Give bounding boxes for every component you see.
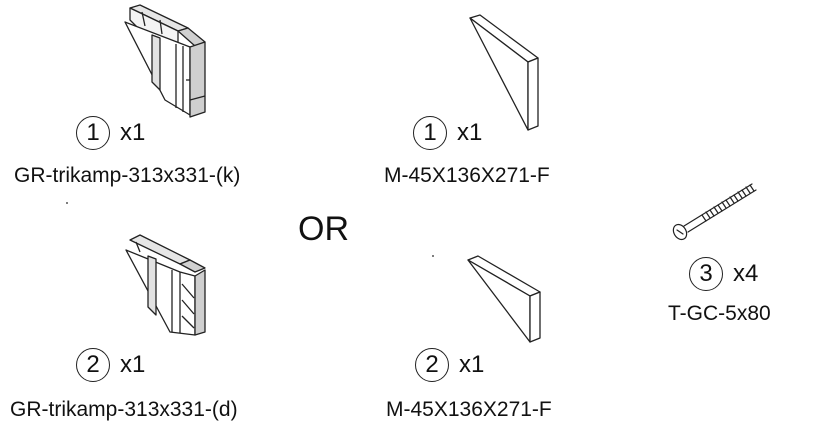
part-m-wedge-1: 1 x1 M-45X136X271-F [370,0,610,200]
part-gr-trikamp-d: 2 x1 GR-trikamp-313x331-(d) [0,220,320,425]
stray-mark [66,202,68,204]
part-code: M-45X136X271-F [384,164,550,187]
gr-trikamp-bracket-k-drawing [124,4,206,118]
or-separator: OR [298,210,349,248]
part-m-wedge-2: 2 x1 M-45X136X271-F [370,220,610,425]
screw-drawing [672,183,757,241]
part-quantity: x1 [459,351,485,378]
part-code: T-GC-5x80 [668,302,771,325]
part-code: GR-trikamp-313x331-(d) [10,398,238,421]
part-quantity: x1 [120,119,146,146]
triangular-wedge-drawing [467,255,541,343]
stray-mark [432,255,434,257]
part-number-badge: 1 [76,116,110,150]
part-number-badge: 2 [415,348,449,382]
gr-trikamp-bracket-d-drawing [125,234,206,336]
part-number-badge: 2 [76,348,110,382]
part-code: M-45X136X271-F [386,398,552,421]
part-gr-trikamp-k: 1 x1 GR-trikamp-313x331-(k) [0,0,320,200]
part-quantity: x4 [733,260,759,287]
part-number-badge: 3 [689,257,723,291]
part-screw: 3 x4 T-GC-5x80 [640,170,824,350]
triangular-wedge-drawing [469,14,539,131]
part-quantity: x1 [457,119,483,146]
part-code: GR-trikamp-313x331-(k) [14,164,241,187]
part-quantity: x1 [120,351,146,378]
part-number-badge: 1 [413,116,447,150]
